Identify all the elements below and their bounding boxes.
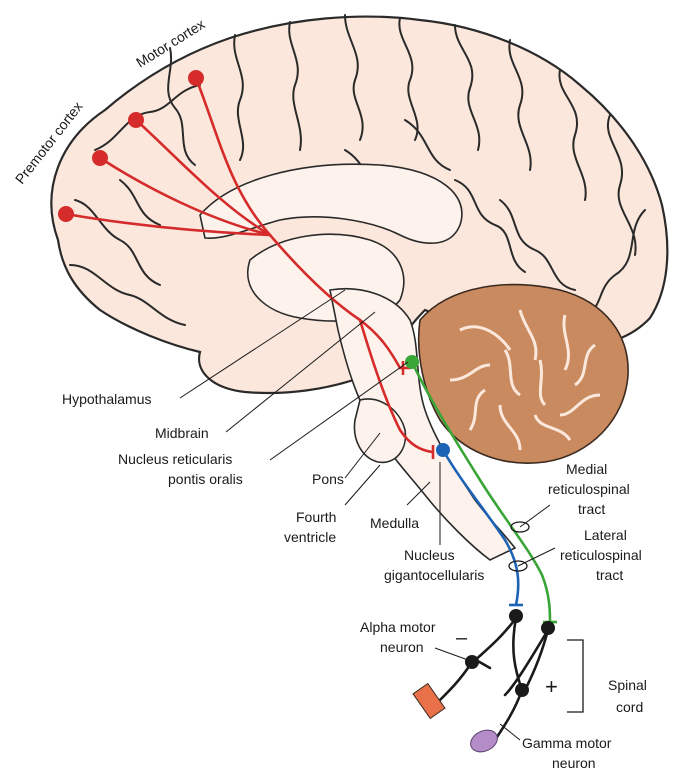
gamma-motor-neuron-body	[515, 683, 529, 697]
cortical-reticular-pathway	[64, 76, 434, 454]
motor-cortex-neuron-1	[188, 70, 204, 86]
label-spinal-2: cord	[616, 699, 643, 715]
muscle-fiber	[412, 682, 446, 720]
label-lateral-tract-1: Lateral	[584, 527, 627, 543]
spinal-cord-bracket	[567, 639, 584, 713]
medullary-reticular-neuron	[436, 443, 450, 457]
label-medial-tract-2: reticulospinal	[548, 481, 630, 497]
cerebellum	[417, 283, 629, 464]
label-nucleus-giganto-2: gigantocellularis	[384, 567, 484, 583]
label-nucleus-reticularis-2: pontis oralis	[168, 471, 243, 487]
pontine-reticular-neuron	[405, 355, 419, 369]
interneuron-1	[509, 609, 523, 623]
corpus-callosum	[199, 163, 463, 244]
label-midbrain: Midbrain	[155, 425, 209, 441]
medial-tract-section	[510, 521, 530, 533]
label-lateral-tract-3: tract	[596, 567, 623, 583]
medial-reticulospinal-tract	[410, 361, 552, 623]
label-gamma-motor-2: neuron	[552, 755, 596, 771]
alpha-motor-neuron-body	[465, 655, 479, 669]
premotor-cortex-neuron-1	[92, 150, 108, 166]
label-alpha-motor-2: neuron	[380, 639, 424, 655]
label-lateral-tract-2: reticulospinal	[560, 547, 642, 563]
muscle-spindle	[470, 729, 498, 753]
cerebellum-folia	[449, 309, 601, 451]
label-spinal-1: Spinal	[608, 677, 647, 693]
label-medial-tract-1: Medial	[566, 461, 607, 477]
label-pons: Pons	[312, 471, 344, 487]
label-minus: –	[456, 627, 468, 649]
label-plus: +	[545, 674, 558, 699]
lateral-reticulospinal-tract	[441, 449, 520, 606]
label-gamma-motor-1: Gamma motor	[522, 735, 612, 751]
label-hypothalamus: Hypothalamus	[62, 391, 152, 407]
label-nucleus-reticularis-1: Nucleus reticularis	[118, 451, 232, 467]
motor-cortex-neuron-2	[128, 112, 144, 128]
label-nucleus-giganto-1: Nucleus	[404, 547, 455, 563]
label-medial-tract-3: tract	[578, 501, 605, 517]
premotor-cortex-neuron-2	[58, 206, 74, 222]
label-fourth-ventricle-2: ventricle	[284, 529, 336, 545]
label-alpha-motor-1: Alpha motor	[360, 619, 436, 635]
label-fourth-ventricle-1: Fourth	[296, 509, 336, 525]
interneuron-2	[541, 621, 555, 635]
lateral-tract-section	[508, 560, 528, 572]
label-medulla: Medulla	[370, 515, 419, 531]
